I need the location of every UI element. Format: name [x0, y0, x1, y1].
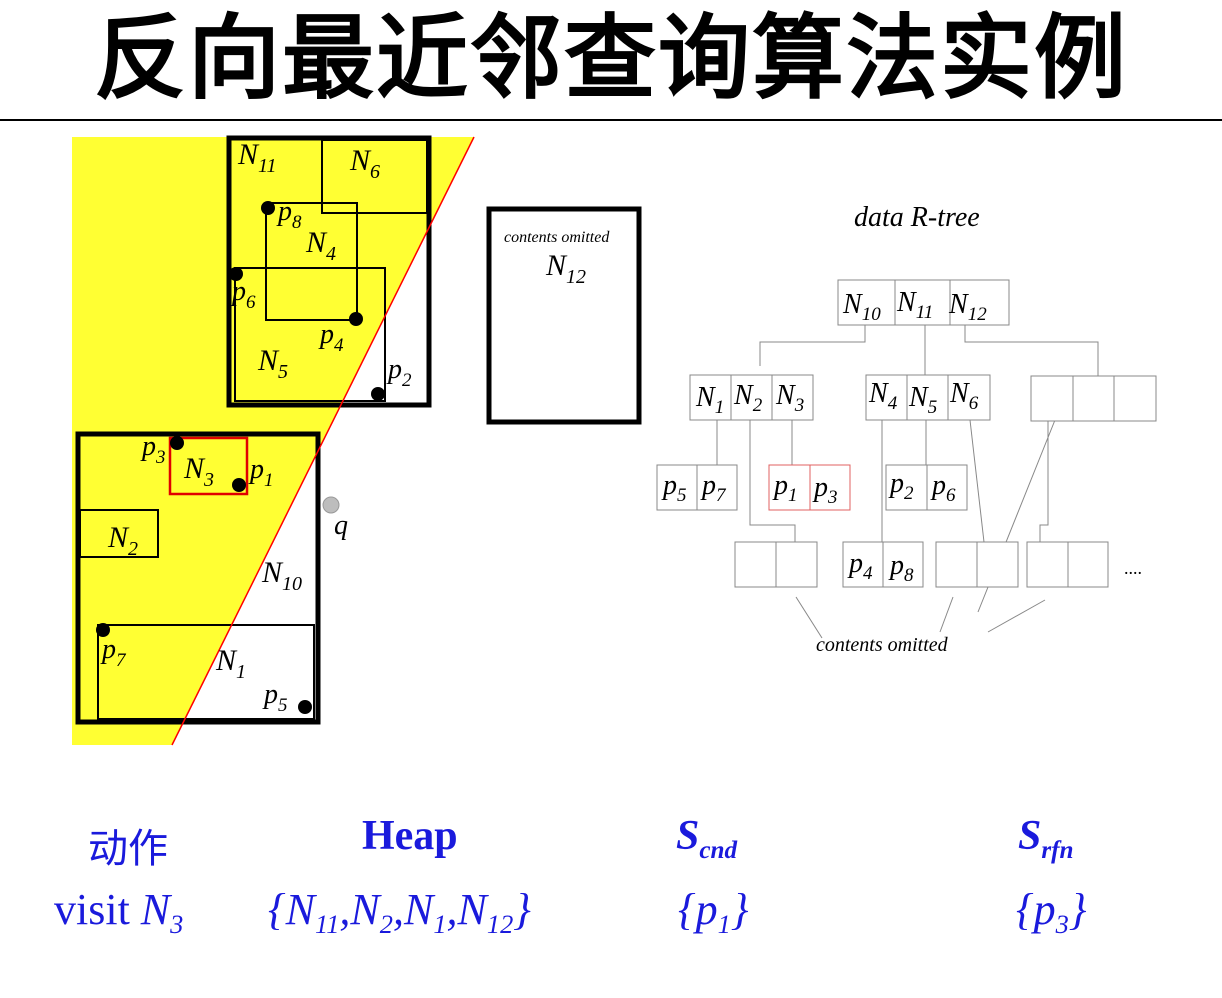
row-srfn: {p3}	[1016, 885, 1087, 940]
mbr-n11	[226, 135, 432, 408]
rtree-level1-nodes	[689, 374, 1157, 422]
label-q: q	[334, 510, 348, 541]
leaf-entry-p4: p4	[847, 548, 873, 584]
node-entry-n1: N1	[695, 382, 724, 418]
label-n6: N6	[349, 144, 380, 183]
point-p2	[371, 387, 385, 401]
bisector-line	[171, 136, 475, 746]
spatial-labels: N11 N6 p8 N4 p6 p4 N5 p2 p3 N3 p1 q N2 N…	[100, 138, 610, 716]
points	[96, 201, 385, 714]
row-action: visit N3	[54, 885, 184, 940]
label-p3: p3	[140, 431, 166, 468]
label-n5: N5	[257, 344, 288, 383]
page-title: 反向最近邻查询算法实例	[93, 5, 1128, 112]
mbr-n2	[79, 509, 159, 558]
header-heap: Heap	[362, 813, 458, 859]
title-divider	[0, 119, 1222, 121]
root-entry-n12: N12	[948, 289, 987, 325]
leaf-entry-p7: p7	[700, 470, 727, 506]
point-p5	[298, 700, 312, 714]
label-n3: N3	[183, 452, 214, 491]
rtree-connectors	[716, 325, 1099, 639]
mbr-n5	[234, 267, 386, 402]
rtree-title: data R-tree	[854, 202, 980, 233]
label-n1: N1	[215, 644, 246, 683]
label-p1: p1	[248, 454, 274, 491]
label-n10: N10	[261, 556, 302, 595]
header-srfn: Srfn	[1018, 813, 1074, 864]
label-p6: p6	[230, 276, 256, 313]
label-n2: N2	[107, 521, 138, 560]
mbr-n6	[321, 139, 428, 214]
root-entry-n11: N11	[896, 287, 933, 323]
heap-entry: N1	[403, 885, 447, 940]
label-p8: p8	[276, 196, 302, 233]
rtree-ellipsis: ....	[1124, 558, 1142, 578]
rtree-root-node	[837, 279, 1010, 326]
mbr-n4	[265, 202, 358, 321]
point-p8	[261, 201, 275, 215]
heap-entry: N12	[457, 885, 514, 940]
node-entry-n4: N4	[868, 378, 898, 414]
label-n12-note: contents omitted	[504, 229, 610, 246]
node-entry-n2: N2	[733, 380, 763, 416]
mbr-n3	[168, 436, 249, 496]
rtree: data R-tree N10 N11 N12	[656, 202, 1157, 656]
node-entry-n5: N5	[908, 382, 937, 418]
rtree-omitted-label: contents omitted	[816, 634, 949, 656]
heap-entry: N11	[285, 885, 340, 940]
point-p6	[229, 267, 243, 281]
label-p2: p2	[386, 354, 412, 391]
leaf-entry-p2: p2	[888, 468, 914, 504]
root-entry-n10: N10	[842, 289, 881, 325]
heap-entry: N2	[350, 885, 393, 940]
node-entry-n3: N3	[775, 380, 804, 416]
label-n4: N4	[305, 226, 336, 265]
rtree-leaf-row2	[734, 541, 1109, 588]
query-point-q	[322, 496, 340, 514]
mbr-group	[75, 135, 642, 725]
mbr-n12	[486, 206, 642, 425]
row-scnd: {p1}	[678, 885, 749, 940]
row-heap: {N11,N2,N1,N12}	[268, 885, 531, 940]
leaf-entry-p3: p3	[812, 472, 838, 508]
label-n11: N11	[237, 138, 277, 177]
leaf-entry-p6: p6	[930, 470, 956, 506]
leaf-entry-p1: p1	[772, 470, 798, 506]
header-scnd: Scnd	[676, 813, 738, 864]
label-p5: p5	[262, 679, 288, 716]
leaf-entry-p5: p5	[661, 470, 687, 506]
label-p7: p7	[100, 634, 127, 671]
rtree-leaf-row1	[656, 464, 968, 511]
point-p4	[349, 312, 363, 326]
yellow-region	[72, 137, 474, 745]
mbr-n1	[97, 624, 315, 720]
point-p3	[170, 436, 184, 450]
label-p4: p4	[318, 319, 344, 356]
point-p7	[96, 623, 110, 637]
point-p1	[232, 478, 246, 492]
leaf-entry-p8: p8	[888, 550, 914, 586]
label-n12: N12	[545, 249, 586, 288]
node-entry-n6: N6	[949, 378, 979, 414]
mbr-n10	[75, 431, 321, 725]
header-action: 动作	[88, 826, 168, 872]
